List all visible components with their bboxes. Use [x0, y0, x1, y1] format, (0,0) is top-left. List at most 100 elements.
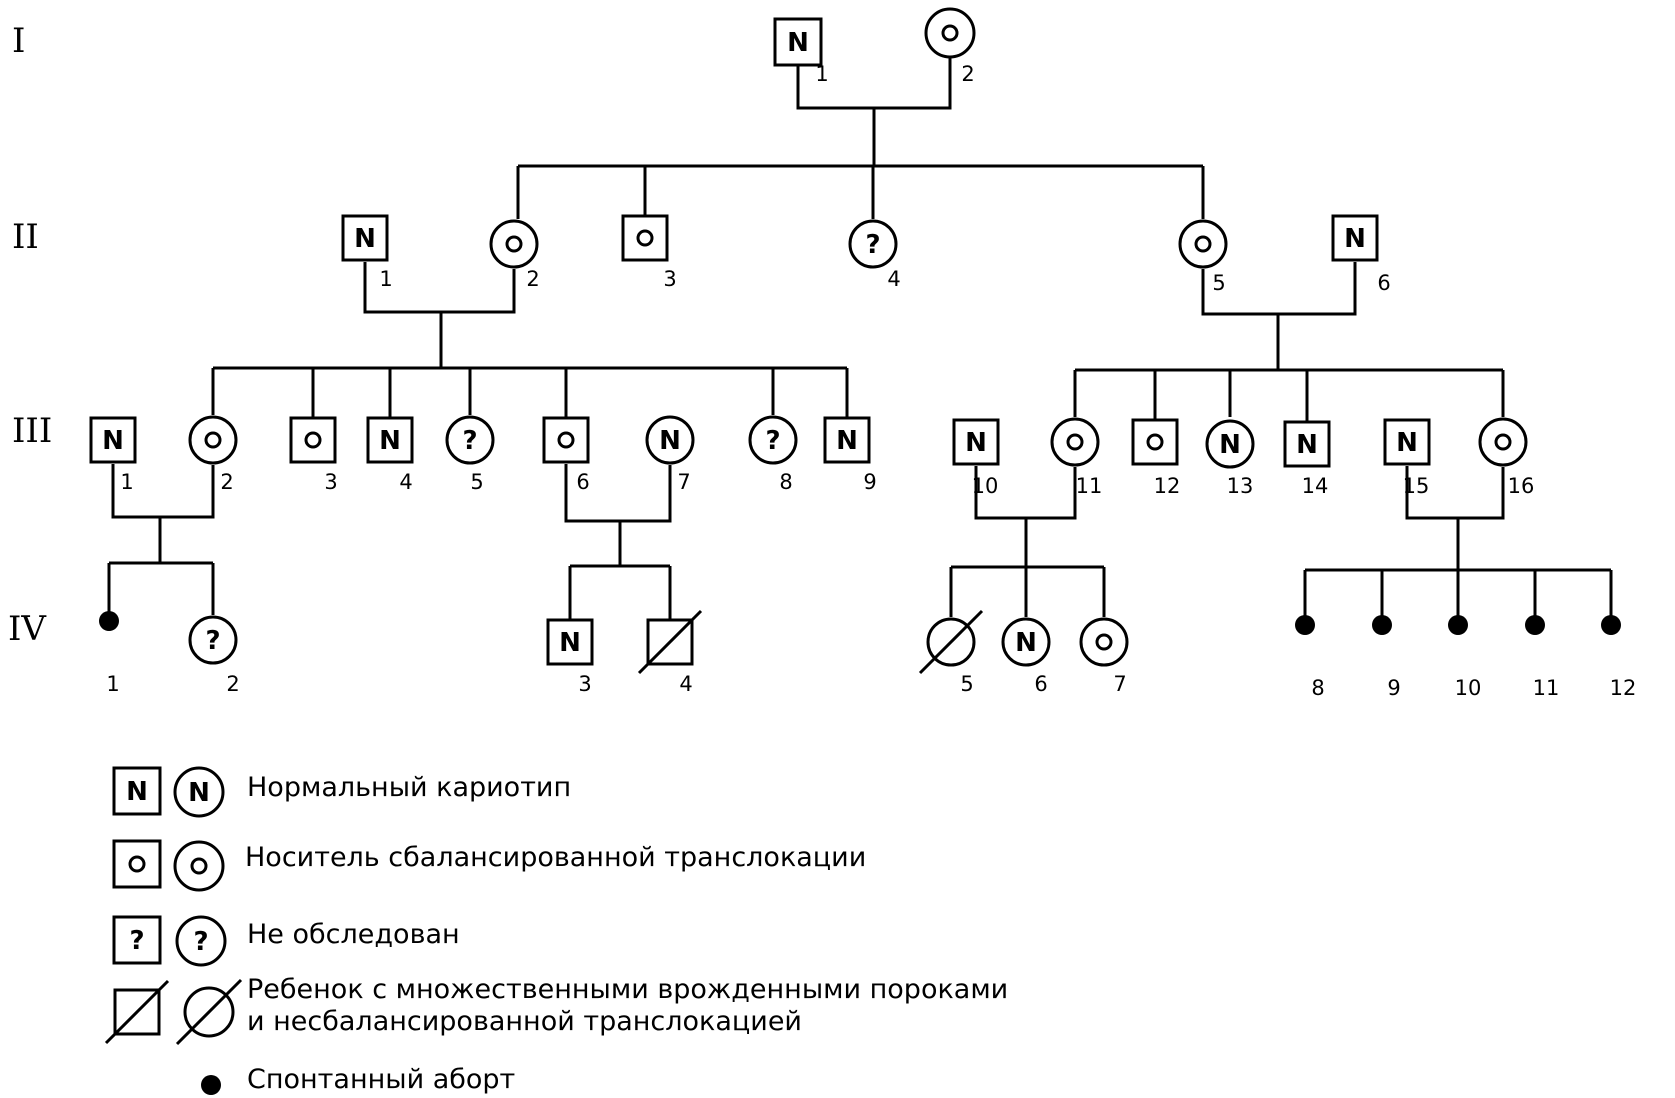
individual: N3 — [546, 618, 594, 696]
individual-number: 3 — [578, 672, 591, 696]
individual-number: 2 — [961, 62, 974, 86]
individual-symbol: ? — [188, 615, 238, 665]
individual-number: 5 — [1212, 271, 1225, 295]
carrier-dot-icon — [204, 431, 222, 449]
marriage-line — [1201, 262, 1357, 316]
male-square-icon — [341, 214, 389, 262]
male-square-icon — [823, 416, 871, 464]
individual-number: 4 — [399, 470, 412, 494]
individual-number: 12 — [1154, 474, 1181, 498]
individual-number: 10 — [1455, 676, 1482, 700]
individual: N6 — [1331, 214, 1391, 295]
normal-mark: N — [1344, 224, 1366, 254]
abortion-dot-icon — [1601, 615, 1621, 635]
individual-symbol: N — [1383, 418, 1431, 466]
legend-label-abortion: Спонтанный аборт — [247, 1064, 515, 1095]
normal-mark: N — [659, 426, 681, 456]
individual-symbol — [188, 415, 238, 465]
individual-symbol: N — [645, 415, 695, 465]
individual-symbol: ? — [848, 219, 898, 269]
individual-symbol — [621, 214, 669, 262]
individual: 9 — [1372, 615, 1401, 700]
female-circle-icon — [175, 915, 227, 967]
individual-symbol — [1178, 219, 1228, 269]
abortion-dot-icon — [99, 611, 119, 631]
individual: N15 — [1383, 418, 1431, 498]
abortion-dot-icon — [1525, 615, 1545, 635]
female-circle-icon — [645, 415, 695, 465]
individual: 2 — [188, 415, 238, 494]
individual-number: 7 — [1113, 672, 1126, 696]
individual: 2 — [924, 7, 976, 86]
male-square-icon — [89, 416, 137, 464]
individual: 3 — [621, 214, 677, 291]
abortion-dot-icon — [1372, 615, 1392, 635]
normal-mark: N — [1296, 430, 1318, 460]
individual: 5 — [918, 609, 984, 696]
individual: N4 — [366, 416, 414, 494]
male-square-icon — [112, 766, 162, 816]
individual-number: 3 — [324, 470, 337, 494]
individual-number: 9 — [1387, 676, 1400, 700]
individual-number: 6 — [1377, 271, 1390, 295]
individual-symbol: N — [366, 416, 414, 464]
individual-symbol — [637, 609, 703, 675]
pedigree-lines — [107, 58, 1613, 622]
individual-number: 3 — [663, 267, 676, 291]
individual-symbol — [1131, 418, 1179, 466]
individual-number: 7 — [677, 470, 690, 494]
individual-number: 9 — [863, 470, 876, 494]
slash-icon — [637, 609, 703, 675]
normal-mark: N — [836, 426, 858, 456]
male-square-icon — [546, 618, 594, 666]
normal-mark: N — [965, 428, 987, 458]
individual-symbol — [1525, 615, 1545, 635]
carrier-dot-icon — [1194, 235, 1212, 253]
individual-symbol: N — [89, 416, 137, 464]
individual-symbol — [99, 611, 119, 631]
female-circle-icon — [1001, 617, 1051, 667]
individual-symbol — [1050, 417, 1100, 467]
legend-male-unexamined-icon: ? — [112, 915, 162, 965]
individual: 10 — [1448, 615, 1481, 700]
individual-number: 1 — [379, 267, 392, 291]
legend-label-affected-line2: и несбалансированной транслокацией — [247, 1006, 802, 1037]
generation-label-ii: II — [12, 217, 39, 257]
carrier-dot-icon — [505, 235, 523, 253]
carrier-dot-icon — [1146, 433, 1164, 451]
normal-mark: N — [188, 778, 210, 808]
individual: 6 — [542, 416, 590, 494]
unexamined-mark: ? — [462, 426, 477, 456]
unexamined-mark: ? — [129, 926, 144, 956]
legend-male-carrier-icon — [112, 839, 162, 889]
individual-number: 5 — [960, 672, 973, 696]
individual: N6 — [1001, 617, 1051, 696]
normal-mark: N — [379, 426, 401, 456]
individual-number: 6 — [1034, 672, 1047, 696]
male-square-icon — [1131, 418, 1179, 466]
normal-mark: N — [102, 426, 124, 456]
individual-number: 12 — [1610, 676, 1637, 700]
female-circle-icon — [748, 415, 798, 465]
individual-symbol — [918, 609, 984, 675]
male-square-icon — [621, 214, 669, 262]
individual-symbol — [924, 7, 976, 59]
carrier-dot-icon — [557, 431, 575, 449]
abortion-dot-icon — [1448, 615, 1468, 635]
individual-number: 8 — [1311, 676, 1324, 700]
individual-symbol: N — [1205, 419, 1255, 469]
individual: ?5 — [445, 415, 495, 494]
carrier-dot-icon — [1494, 433, 1512, 451]
normal-mark: N — [126, 777, 148, 807]
individual: N14 — [1283, 420, 1331, 498]
male-square-icon — [112, 915, 162, 965]
female-circle-icon — [1050, 417, 1100, 467]
male-square-icon — [542, 416, 590, 464]
individual-number: 8 — [779, 470, 792, 494]
legend-female-normal-icon: N — [173, 766, 225, 818]
individual: 8 — [1295, 615, 1325, 700]
individual-number: 10 — [972, 474, 999, 498]
individual-symbol: N — [773, 17, 823, 67]
individual-number: 1 — [106, 672, 119, 696]
